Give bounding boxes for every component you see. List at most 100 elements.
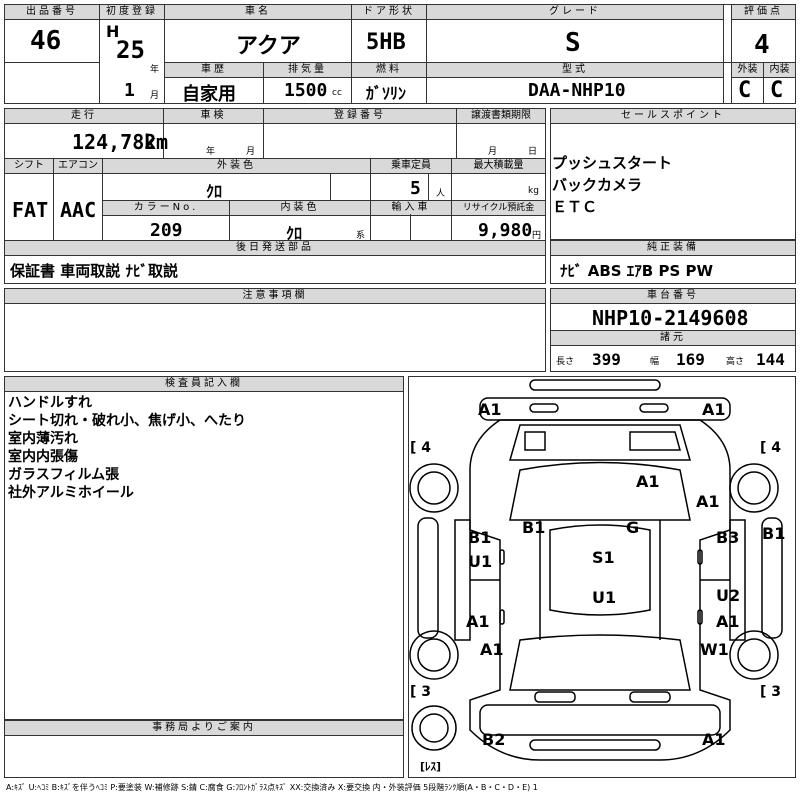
score-header: 評価点 — [732, 5, 795, 20]
width-label: 幅 — [650, 357, 660, 367]
colorno-header: カラーNo. — [103, 201, 229, 216]
capacity-unit: 人 — [436, 189, 446, 199]
mark-rr-door-a: A1 — [716, 612, 740, 631]
ac-header: エアコン — [54, 159, 102, 174]
equip-header: 純正装備 — [551, 241, 795, 256]
chassis-header: 車台番号 — [551, 289, 795, 304]
mark-lr-fender: A1 — [480, 640, 504, 659]
inspect-header: 車検 — [164, 109, 263, 124]
equip-value: ﾅﾋﾞ ABS ｴｱB PS PW — [560, 262, 714, 280]
month-unit: 月 — [150, 91, 160, 101]
tire-tr: [ 4 — [760, 440, 782, 456]
mark-front-fender-r: A1 — [696, 492, 720, 511]
transfer-day: 日 — [528, 147, 538, 157]
caution-header: 注意事項欄 — [5, 289, 545, 304]
load-header: 最大積載量 — [452, 159, 545, 174]
inspector-note-3: 室内薄汚れ — [8, 431, 78, 447]
mileage-header: 走行 — [5, 109, 163, 124]
chassis-number: NHP10-2149608 — [592, 306, 749, 330]
color-number: 209 — [150, 220, 183, 241]
grade-header: グレード — [427, 5, 723, 20]
history: 自家用 — [182, 84, 236, 105]
damage-diagram — [408, 376, 796, 778]
header-block — [4, 4, 796, 104]
disp-unit: cc — [332, 88, 342, 98]
capacity: 5 — [410, 178, 421, 199]
front-bumper-top — [529, 379, 661, 391]
inspect-month: 月 — [246, 147, 256, 157]
later-header: 後日発送部品 — [5, 241, 545, 256]
spec-header: 諸元 — [551, 330, 795, 346]
length: 399 — [592, 350, 621, 369]
recycle-unit: 円 — [532, 231, 542, 241]
recycle-header: リサイクル預託金 — [452, 201, 545, 216]
reg-month: 1 — [124, 80, 135, 101]
sales-item-1: プッシュスタート — [552, 154, 673, 172]
inspector-note-4: 室内内張傷 — [8, 449, 78, 465]
fuel-header: 燃料 — [352, 63, 426, 78]
length-label: 長さ — [556, 357, 575, 367]
intcolor-unit: 系 — [356, 231, 366, 241]
regno-header: 登録番号 — [264, 109, 456, 124]
shift-header: シフト — [5, 159, 53, 174]
inspector-header: 検査員記入欄 — [5, 377, 403, 392]
spare-tire: [ﾚｽ] — [420, 760, 442, 773]
mark-lf-door-b: B1 — [468, 528, 492, 547]
name-header: 車名 — [165, 5, 351, 20]
car-name: アクア — [236, 34, 301, 59]
mark-roof: S1 — [592, 548, 615, 567]
ext-color: ｸﾛ — [206, 182, 223, 201]
reg-header: 初度登録 — [100, 5, 164, 20]
capacity-header: 乗車定員 — [371, 159, 451, 174]
inspector-block — [4, 376, 404, 720]
intcolor-header: 内装色 — [230, 201, 370, 216]
lot-number: 46 — [30, 26, 62, 56]
int-grade: C — [770, 78, 784, 103]
inspector-note-2: シート切れ・破れ小、焦げ小、へたり — [8, 413, 246, 429]
reg-year: 25 — [116, 36, 145, 64]
width: 169 — [676, 350, 705, 369]
tire-tl: [ 4 — [410, 440, 432, 456]
mark-lf-door-u: U1 — [468, 552, 493, 571]
fuel: ｶﾞｿﾘﾝ — [366, 84, 407, 103]
mileage: 124,782 — [72, 130, 157, 154]
ext-grade: C — [738, 78, 752, 103]
year-unit: 年 — [150, 65, 160, 75]
mark-rear-l: B2 — [482, 730, 506, 749]
import-header: 輸入車 — [371, 201, 451, 216]
shift: FAT — [12, 198, 49, 222]
disp-header: 排気量 — [264, 63, 351, 78]
mark-roof-2: U1 — [592, 588, 617, 607]
transfer-month: 月 — [488, 147, 498, 157]
mark-right-side: B1 — [762, 524, 786, 543]
mark-front-l: A1 — [478, 400, 502, 419]
int-color: ｸﾛ — [286, 224, 303, 243]
era: H — [106, 22, 120, 41]
lot-header: 出品番号 — [5, 5, 99, 20]
inspector-note-6: 社外アルミホイール — [8, 485, 134, 501]
tire-bl: [ 3 — [410, 684, 432, 700]
mark-rear-r: A1 — [702, 730, 726, 749]
legend: A:ｷｽﾞ U:ﾍｺﾐ B:ｷｽﾞを伴うﾍｺﾐ P:要塗装 W:補修跡 S:錆 … — [6, 783, 538, 792]
inspector-note-5: ガラスフィルム張 — [8, 467, 120, 483]
grade: S — [565, 28, 581, 58]
office-header: 事務局よりご案内 — [5, 721, 403, 736]
model: DAA-NHP10 — [528, 80, 626, 101]
mark-windshield: B1 — [522, 518, 546, 537]
front-bumper — [479, 397, 731, 421]
displacement: 1500 — [284, 80, 328, 101]
sales-item-2: バックカメラ — [552, 176, 643, 194]
transfer-header: 譲渡書類期限 — [457, 109, 545, 124]
door-type: 5HB — [366, 30, 406, 55]
sales-header: セールスポイント — [551, 109, 795, 124]
door-header: ドア形状 — [352, 5, 426, 20]
ext-header: 外装 — [732, 63, 763, 78]
later-parts: 保証書 車両取説 ﾅﾋﾞ取説 — [10, 262, 178, 280]
history-header: 車歴 — [165, 63, 263, 78]
int-header: 内装 — [764, 63, 795, 78]
height-label: 高さ — [726, 357, 745, 367]
sales-block — [550, 108, 796, 240]
mark-front-r: A1 — [702, 400, 726, 419]
model-header: 型式 — [427, 63, 723, 78]
